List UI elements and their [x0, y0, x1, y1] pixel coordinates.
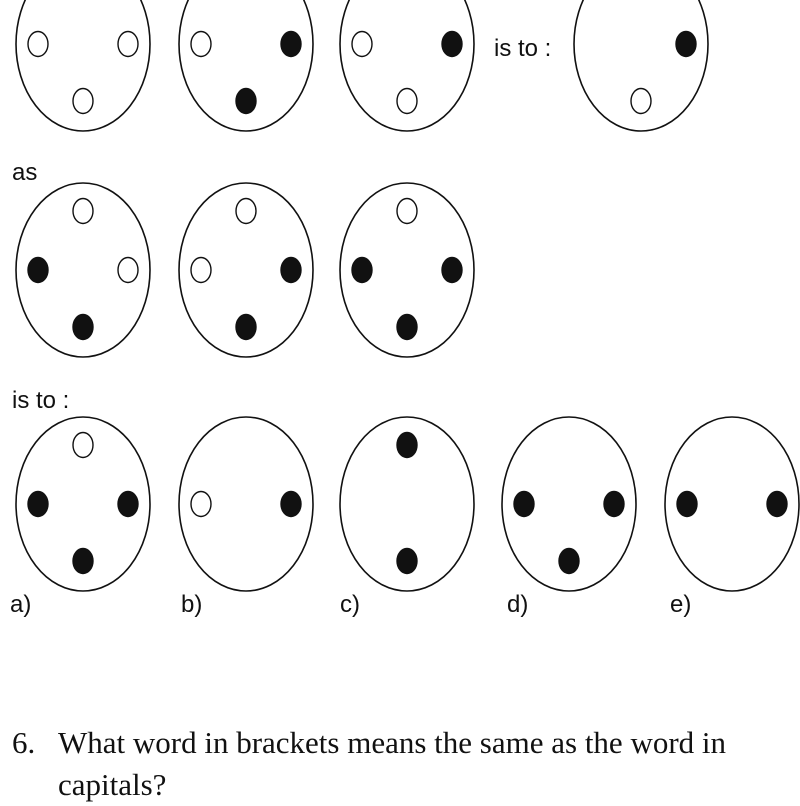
filled-dot-right — [603, 490, 625, 518]
row1-figure-2 — [178, 0, 314, 132]
filled-dot-right — [280, 30, 302, 58]
open-dot-left — [27, 30, 49, 58]
filled-dot-left — [27, 256, 49, 284]
option-d-figure[interactable] — [501, 416, 637, 592]
filled-dot-right — [117, 490, 139, 518]
oval — [339, 0, 475, 132]
open-dot-top — [72, 197, 94, 225]
open-dot-left — [190, 490, 212, 518]
open-dot-bottom — [396, 87, 418, 115]
oval — [501, 416, 637, 592]
question-text-line-2: capitals? — [58, 767, 167, 802]
filled-dot-right — [280, 256, 302, 284]
open-dot-left — [190, 256, 212, 284]
filled-dot-bottom — [558, 547, 580, 575]
option-e-label[interactable]: e) — [670, 591, 691, 618]
filled-dot-left — [676, 490, 698, 518]
oval — [178, 416, 314, 592]
option-b-figure[interactable] — [178, 416, 314, 592]
oval — [664, 416, 800, 592]
oval — [15, 182, 151, 358]
row2-figure-2 — [178, 182, 314, 358]
option-c-figure[interactable] — [339, 416, 475, 592]
filled-dot-top — [396, 431, 418, 459]
filled-dot-bottom — [396, 313, 418, 341]
filled-dot-left — [351, 256, 373, 284]
open-dot-left — [351, 30, 373, 58]
filled-dot-bottom — [235, 87, 257, 115]
oval — [178, 0, 314, 132]
option-b-label[interactable]: b) — [181, 591, 202, 618]
open-dot-left — [190, 30, 212, 58]
question-line-2: capitals? — [12, 764, 792, 806]
is-to-label-2: is to : — [12, 387, 69, 414]
question-text-line-1: What word in brackets means the same as … — [58, 725, 727, 760]
question-line-1: 6. What word in brackets means the same a… — [12, 722, 792, 764]
filled-dot-left — [27, 490, 49, 518]
option-c-label[interactable]: c) — [340, 591, 360, 618]
open-dot-bottom — [72, 87, 94, 115]
row2-figure-1 — [15, 182, 151, 358]
open-dot-top — [396, 197, 418, 225]
open-dot-bottom — [630, 87, 652, 115]
filled-dot-right — [441, 30, 463, 58]
oval — [339, 416, 475, 592]
filled-dot-bottom — [396, 547, 418, 575]
oval — [15, 416, 151, 592]
option-e-figure[interactable] — [664, 416, 800, 592]
option-a-label[interactable]: a) — [10, 591, 31, 618]
open-dot-right — [117, 30, 139, 58]
filled-dot-right — [441, 256, 463, 284]
as-label: as — [12, 159, 37, 186]
option-a-figure[interactable] — [15, 416, 151, 592]
is-to-label-1: is to : — [494, 35, 551, 62]
oval — [15, 0, 151, 132]
row2-figure-3 — [339, 182, 475, 358]
filled-dot-bottom — [72, 547, 94, 575]
filled-dot-right — [766, 490, 788, 518]
filled-dot-bottom — [72, 313, 94, 341]
filled-dot-right — [675, 30, 697, 58]
oval — [339, 182, 475, 358]
oval — [573, 0, 709, 132]
figures-layer — [15, 0, 800, 592]
filled-dot-right — [280, 490, 302, 518]
question-number: 6. — [12, 725, 36, 760]
filled-dot-bottom — [235, 313, 257, 341]
open-dot-top — [72, 431, 94, 459]
row1-figure-1 — [15, 0, 151, 132]
row1-figure-3 — [339, 0, 475, 132]
open-dot-top — [235, 197, 257, 225]
question-6: 6. What word in brackets means the same a… — [12, 722, 792, 806]
option-d-label[interactable]: d) — [507, 591, 528, 618]
filled-dot-left — [513, 490, 535, 518]
open-dot-right — [117, 256, 139, 284]
row1-figure-4 — [573, 0, 709, 132]
oval — [178, 182, 314, 358]
